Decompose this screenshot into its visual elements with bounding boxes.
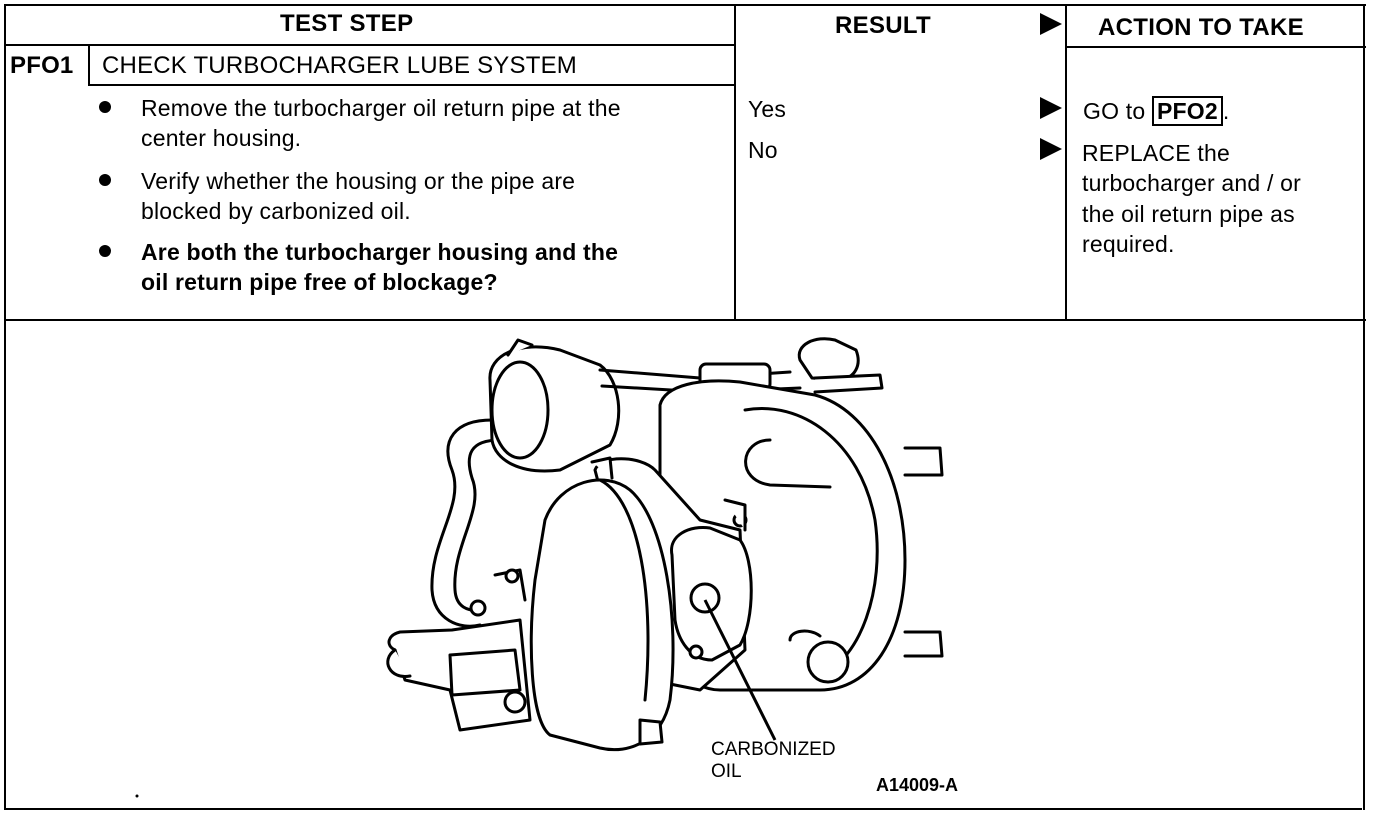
question-line-2: oil return pipe free of blockage? [141, 269, 498, 295]
figure-id: A14009-A [876, 775, 959, 795]
action-yes-prefix: GO to [1083, 98, 1152, 124]
action-no-line-4: required. [1082, 231, 1175, 257]
question-line-1: Are both the turbocharger housing and th… [141, 239, 619, 265]
header-bottom-border-left [4, 44, 736, 46]
table-top-border [4, 4, 1366, 6]
callout-carbonized-oil-line-1: CARBONIZED [711, 739, 836, 760]
table-right-border [1363, 4, 1365, 810]
result-no: No [748, 137, 778, 163]
bullet-icon [99, 101, 111, 113]
action-no-line-1: REPLACE the [1082, 140, 1230, 166]
table-bottom-border [4, 319, 1366, 321]
result-column-left-border [734, 4, 736, 320]
instruction-2-line-1: Verify whether the housing or the pipe a… [141, 168, 576, 194]
step-reference-pfo2[interactable]: PFO2 [1151, 96, 1223, 126]
figure-bottom-border [4, 808, 1362, 810]
callout-carbonized-oil-line-2: OIL [711, 761, 742, 782]
bullet-icon [99, 174, 111, 186]
result-yes-arrow-icon [1040, 97, 1062, 119]
result-no-arrow-icon [1040, 138, 1062, 160]
result-yes: Yes [748, 96, 787, 122]
header-bottom-border-right [1066, 46, 1366, 48]
code-column-divider [88, 44, 90, 86]
action-yes-suffix: . [1222, 98, 1230, 124]
header-result: RESULT [835, 12, 932, 39]
bullet-icon [99, 245, 111, 257]
action-no-line-2: turbocharger and / or [1082, 170, 1301, 196]
action-column-left-border [1065, 4, 1067, 320]
header-action-to-take: ACTION TO TAKE [1098, 14, 1304, 41]
step-title: CHECK TURBOCHARGER LUBE SYSTEM [102, 52, 577, 79]
instruction-1-line-2: center housing. [141, 125, 302, 151]
action-no-line-3: the oil return pipe as [1082, 201, 1295, 227]
table-left-border [4, 4, 6, 810]
step-title-divider [88, 84, 736, 86]
instruction-2-line-2: blocked by carbonized oil. [141, 198, 411, 224]
instruction-1-line-1: Remove the turbocharger oil return pipe … [141, 95, 621, 121]
header-test-step: TEST STEP [280, 10, 414, 37]
step-code: PFO1 [10, 52, 74, 79]
action-yes: GO to PFO2. [1083, 96, 1229, 126]
header-arrow-icon [1040, 13, 1062, 35]
